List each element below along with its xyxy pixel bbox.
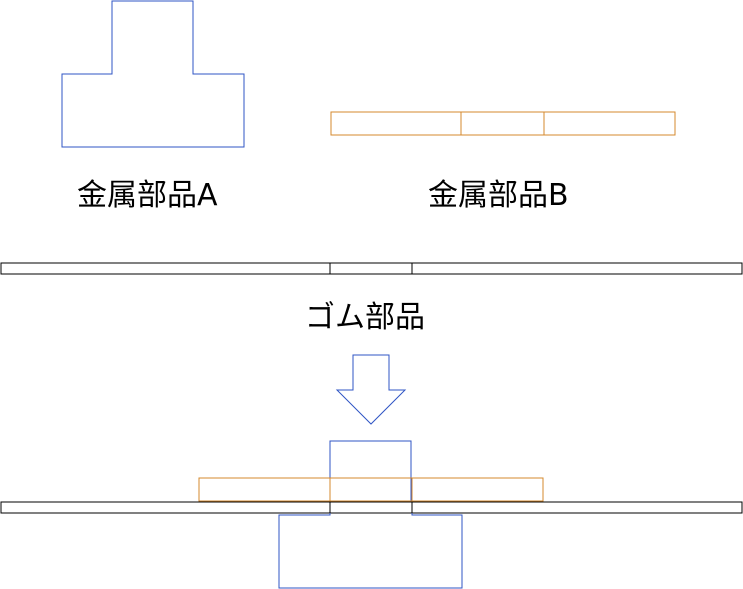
assembled-metal-a-top (329, 440, 412, 502)
assembled-view (0, 440, 743, 589)
assembled-rubber (0, 501, 743, 514)
metal-part-a-label: 金属部品A (77, 178, 218, 213)
metal-part-a-shape (61, 0, 245, 148)
rubber-part-label: ゴム部品 (305, 300, 425, 335)
metal-part-b-label: 金属部品B (428, 178, 569, 213)
assembled-metal-a-base (278, 513, 463, 589)
rubber-part-shape (0, 262, 743, 275)
down-arrow-icon (335, 354, 407, 425)
metal-part-b-shape (330, 111, 676, 136)
assembled-metal-b (198, 477, 544, 502)
